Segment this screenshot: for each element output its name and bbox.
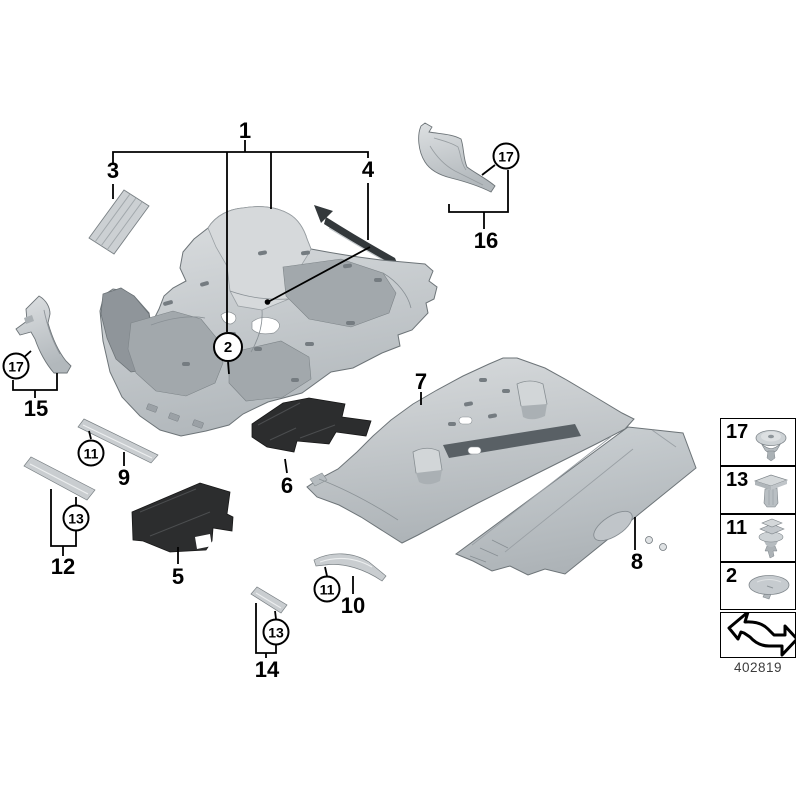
- legend-number-13: 13: [726, 469, 749, 491]
- callout-10[interactable]: 10: [340, 593, 366, 618]
- legend-box-13[interactable]: 13: [720, 466, 796, 514]
- callout-3[interactable]: 3: [106, 158, 120, 183]
- callout-15[interactable]: 15: [23, 396, 49, 421]
- callout-12[interactable]: 12: [50, 554, 76, 579]
- part-side-trim-panel: [418, 122, 496, 193]
- callout-1[interactable]: 1: [238, 118, 252, 143]
- callout-14[interactable]: 14: [254, 657, 280, 682]
- expanding-nut-icon: [753, 474, 789, 508]
- callout-17-circled-left[interactable]: 17: [2, 352, 30, 380]
- callout-9[interactable]: 9: [117, 465, 131, 490]
- part-insulation-front: [251, 397, 372, 453]
- legend-number-11: 11: [726, 517, 748, 539]
- callout-6[interactable]: 6: [280, 473, 294, 498]
- callout-8[interactable]: 8: [630, 549, 644, 574]
- callout-7[interactable]: 7: [414, 369, 428, 394]
- part-entrance-strip-14: [250, 586, 288, 614]
- cover-cap-icon: [748, 575, 790, 600]
- clip-with-washer-icon: [758, 518, 785, 559]
- leader-dot: [264, 299, 271, 305]
- part-entrance-strip-9: [77, 418, 159, 464]
- part-front-carpet: [99, 206, 438, 437]
- legend-box-2[interactable]: 2: [720, 562, 796, 610]
- callout-lines: [12, 140, 636, 658]
- callout-17-circled-right[interactable]: 17: [492, 142, 520, 170]
- expanding-rivet-icon: [755, 430, 787, 462]
- part-a-pillar-trim: [15, 295, 72, 374]
- bent-arrow-icon: [727, 613, 795, 657]
- part-entrance-strip-10: [313, 553, 387, 582]
- callout-13-circled-lower[interactable]: 13: [262, 618, 290, 646]
- callout-5[interactable]: 5: [171, 564, 185, 589]
- legend-box-arrow[interactable]: [720, 612, 796, 658]
- callout-2-circled[interactable]: 2: [213, 332, 243, 362]
- callout-11-circled-upper[interactable]: 11: [77, 439, 105, 467]
- part-luggage-floor-panel: [454, 426, 697, 576]
- callout-11-circled-lower[interactable]: 11: [313, 575, 341, 603]
- diagram-number: 402819: [733, 660, 783, 675]
- callout-4[interactable]: 4: [361, 157, 375, 182]
- legend-box-11[interactable]: 11: [720, 514, 796, 562]
- legend-number-2: 2: [726, 565, 738, 587]
- callout-13-circled-left[interactable]: 13: [62, 504, 90, 532]
- callout-16[interactable]: 16: [473, 228, 499, 253]
- part-insulation-rear: [131, 482, 234, 553]
- part-rear-floor-trim: [306, 357, 635, 544]
- part-entrance-strip-12: [23, 456, 96, 501]
- part-footrest-trim: [88, 189, 150, 255]
- legend-number-17: 17: [726, 421, 749, 443]
- legend-box-17[interactable]: 17: [720, 418, 796, 466]
